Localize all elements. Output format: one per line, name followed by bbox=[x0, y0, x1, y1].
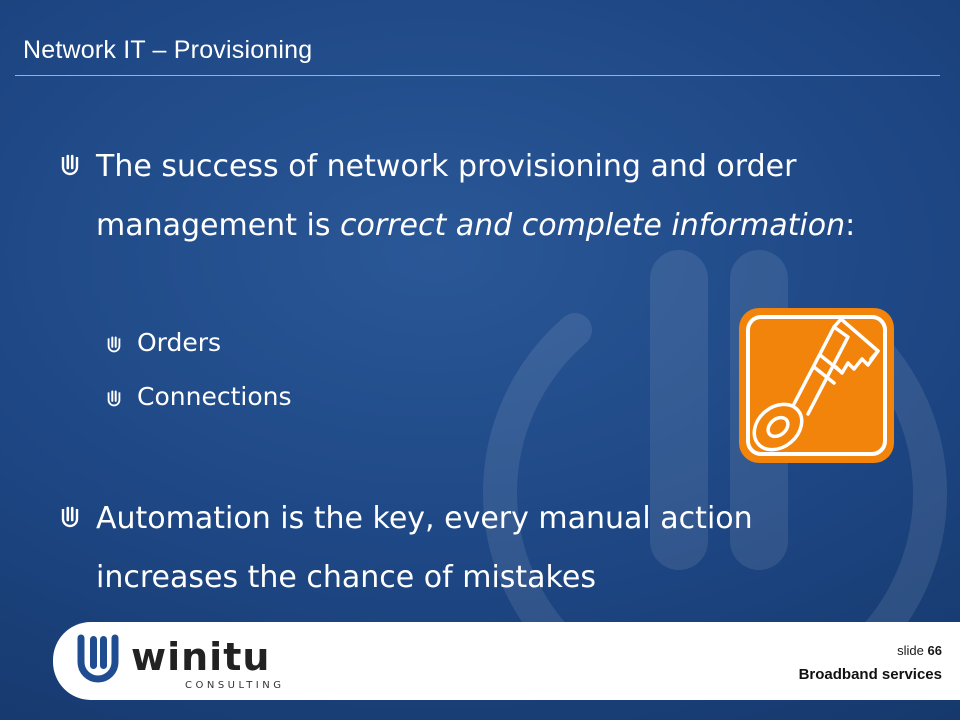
subitem-connections: Connections bbox=[107, 370, 537, 424]
slide-number: slide 66 bbox=[897, 643, 942, 658]
winitu-logo: winitu CONSULTING bbox=[77, 634, 284, 691]
title-divider bbox=[15, 75, 940, 76]
bullet-emphasis: correct and complete information bbox=[340, 208, 846, 243]
bullet-marker-icon bbox=[107, 336, 121, 353]
bullet-automation: Automation is the key, every manual acti… bbox=[61, 489, 876, 607]
bullet-text: Automation is the key, every manual acti… bbox=[96, 501, 753, 595]
slide-number-label: slide bbox=[897, 643, 924, 658]
logo-tagline: CONSULTING bbox=[185, 680, 284, 691]
bullet-provisioning-success: The success of network provisioning and … bbox=[61, 137, 876, 255]
subitem-label: Orders bbox=[137, 328, 222, 357]
slide-title: Network IT – Provisioning bbox=[23, 36, 313, 64]
subitem-label: Connections bbox=[137, 382, 292, 411]
logo-wordmark: winitu bbox=[131, 635, 270, 679]
bullet-marker-icon bbox=[107, 390, 121, 407]
bullet-marker-icon bbox=[61, 154, 79, 176]
slide-number-value: 66 bbox=[927, 643, 942, 658]
subitem-orders: Orders bbox=[107, 316, 537, 370]
bullet-text: The success of network provisioning and … bbox=[96, 149, 797, 243]
footer-bar: winitu CONSULTING slide 66 Broadband ser… bbox=[53, 622, 960, 700]
key-icon bbox=[739, 308, 894, 463]
bullet-text-end: : bbox=[845, 208, 856, 243]
bullet-marker-icon bbox=[61, 506, 79, 528]
footer-section-name: Broadband services bbox=[798, 666, 942, 683]
